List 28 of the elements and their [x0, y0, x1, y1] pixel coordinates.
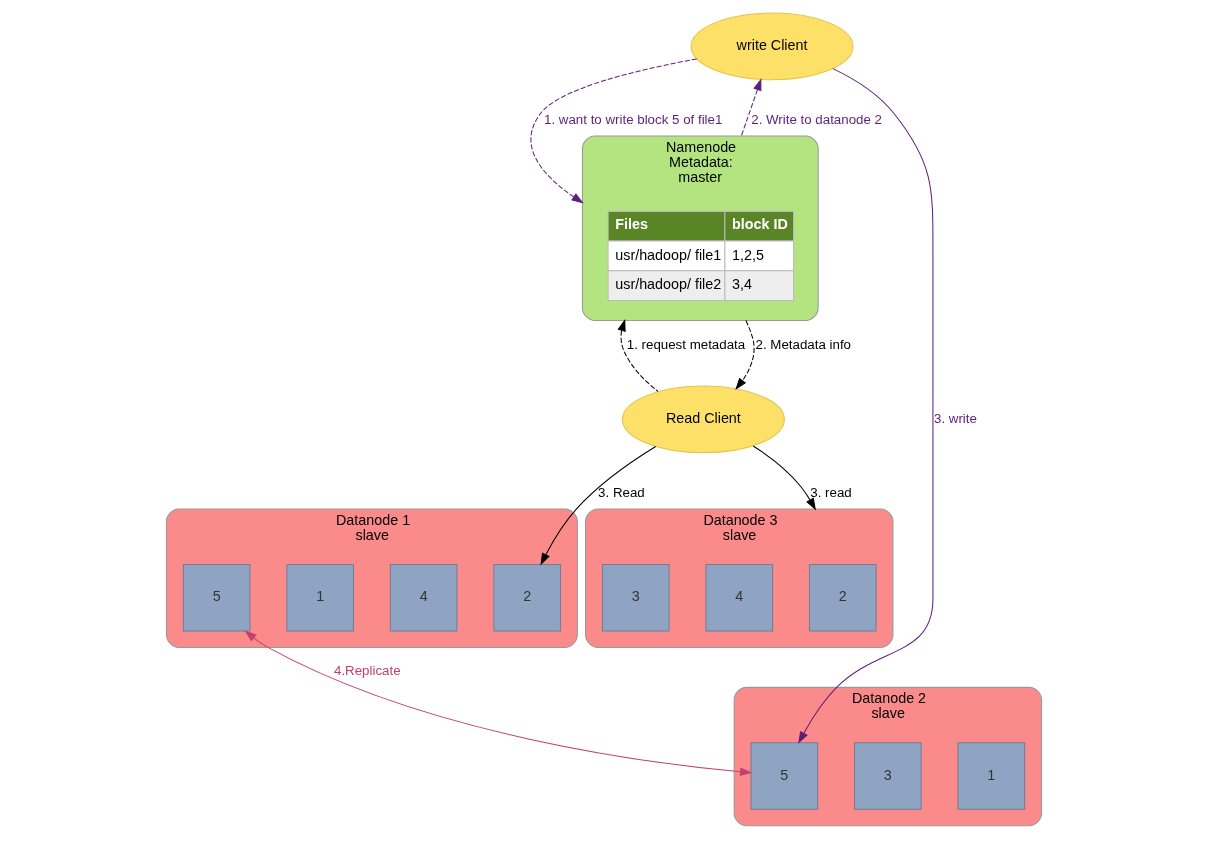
node-box: 2 — [493, 563, 561, 631]
node-box: 4 — [705, 563, 774, 631]
edge-label: 2. Metadata info — [755, 336, 852, 352]
arrow — [740, 77, 762, 137]
edge-label: 3. write — [934, 410, 977, 426]
node-box: 5 — [182, 563, 251, 631]
node-box: 2 — [808, 563, 877, 631]
node-box: 3 — [854, 741, 922, 810]
node-box: 5 — [750, 741, 819, 810]
arrow — [752, 444, 816, 510]
edge-label: 3. read — [810, 484, 852, 500]
edge-label: 2. Write to datanode 2 — [751, 111, 882, 127]
arrow — [244, 629, 753, 776]
node-box: 3 — [601, 563, 670, 631]
arrow — [530, 57, 698, 203]
arrow — [735, 319, 755, 390]
node-box: 1 — [957, 741, 1026, 810]
arrow — [617, 318, 659, 392]
node-box: 1 — [286, 563, 354, 631]
edge-label: 1. want to write block 5 of file1 — [544, 111, 723, 127]
edge-label: 4.Replicate — [333, 662, 401, 678]
edge-label: 1. request metadata — [626, 336, 746, 352]
arrow — [798, 67, 934, 744]
node-box: 4 — [389, 563, 458, 631]
node-ellipse: write Client — [690, 12, 854, 80]
edge-label: 3. Read — [598, 484, 645, 500]
arrow — [540, 445, 657, 565]
node-ellipse: Read Client — [621, 385, 785, 453]
